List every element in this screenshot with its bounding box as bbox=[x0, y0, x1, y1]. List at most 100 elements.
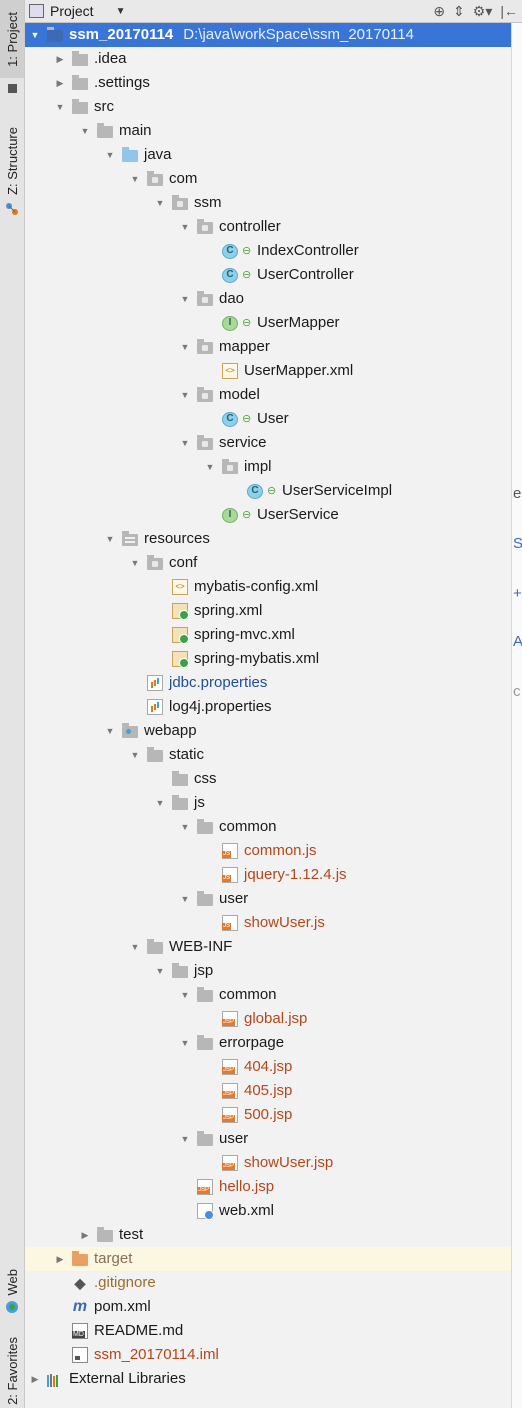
favorites-tool-tab[interactable]: 2: Favorites bbox=[4, 1337, 20, 1405]
tree-node[interactable]: ▼resources bbox=[25, 527, 511, 551]
tree-node[interactable]: ssm_20170114.iml bbox=[25, 1343, 511, 1367]
collapse-icon[interactable]: ⇕ bbox=[453, 2, 465, 19]
tree-node[interactable]: <>mybatis-config.xml bbox=[25, 575, 511, 599]
expand-arrow-icon[interactable]: ▶ bbox=[56, 54, 64, 64]
folder-icon bbox=[197, 1035, 213, 1050]
tree-node[interactable]: spring.xml bbox=[25, 599, 511, 623]
tree-node[interactable]: ▶.idea bbox=[25, 47, 511, 71]
tree-node[interactable]: ▼user bbox=[25, 887, 511, 911]
collapse-arrow-icon[interactable]: ▼ bbox=[155, 798, 165, 808]
tree-node[interactable]: ▼controller bbox=[25, 215, 511, 239]
project-tool-tab[interactable]: 1: Project bbox=[0, 0, 24, 78]
tree-node[interactable]: ▼src bbox=[25, 95, 511, 119]
tree-node[interactable]: <>UserMapper.xml bbox=[25, 359, 511, 383]
structure-tool-tab[interactable]: Z: Structure bbox=[4, 127, 20, 195]
tree-node[interactable]: ▼user bbox=[25, 1127, 511, 1151]
tree-node[interactable]: ▶External Libraries bbox=[25, 1367, 511, 1391]
collapse-arrow-icon[interactable]: ▼ bbox=[30, 30, 40, 40]
tree-node[interactable]: ▶target bbox=[25, 1247, 511, 1271]
tree-node[interactable]: C⊖UserServiceImpl bbox=[25, 479, 511, 503]
tree-node[interactable]: common.js bbox=[25, 839, 511, 863]
collapse-arrow-icon[interactable]: ▼ bbox=[205, 462, 215, 472]
tree-node[interactable]: spring-mybatis.xml bbox=[25, 647, 511, 671]
tree-node[interactable]: ▼common bbox=[25, 815, 511, 839]
collapse-arrow-icon[interactable]: ▼ bbox=[180, 222, 190, 232]
tree-node[interactable]: ▼main bbox=[25, 119, 511, 143]
tree-node-label: errorpage bbox=[219, 1034, 285, 1051]
tree-node[interactable]: ▼dao bbox=[25, 287, 511, 311]
tree-node[interactable]: ▼conf bbox=[25, 551, 511, 575]
collapse-arrow-icon[interactable]: ▼ bbox=[180, 294, 190, 304]
tree-node[interactable]: global.jsp bbox=[25, 1007, 511, 1031]
tree-node[interactable]: C⊖IndexController bbox=[25, 239, 511, 263]
collapse-arrow-icon[interactable]: ▼ bbox=[130, 174, 140, 184]
expand-arrow-icon[interactable]: ▶ bbox=[56, 78, 64, 88]
web-tool-tab[interactable]: Web bbox=[4, 1268, 20, 1296]
collapse-arrow-icon[interactable]: ▼ bbox=[180, 438, 190, 448]
tree-node[interactable]: ▼WEB-INF bbox=[25, 935, 511, 959]
collapse-arrow-icon[interactable]: ▼ bbox=[180, 894, 190, 904]
tree-node[interactable]: jquery-1.12.4.js bbox=[25, 863, 511, 887]
collapse-arrow-icon[interactable]: ▼ bbox=[180, 1134, 190, 1144]
tree-node[interactable]: ▼impl bbox=[25, 455, 511, 479]
tree-node[interactable]: ▶test bbox=[25, 1223, 511, 1247]
collapse-arrow-icon[interactable]: ▼ bbox=[80, 126, 90, 136]
project-view-selector[interactable]: Project ▼ bbox=[29, 3, 125, 19]
collapse-arrow-icon[interactable]: ▼ bbox=[105, 150, 115, 160]
hide-icon[interactable]: |← bbox=[500, 3, 518, 19]
tree-node[interactable]: 404.jsp bbox=[25, 1055, 511, 1079]
tree-node[interactable]: ▼ssm bbox=[25, 191, 511, 215]
expand-arrow-icon[interactable]: ▶ bbox=[56, 1254, 64, 1264]
tree-node[interactable]: 500.jsp bbox=[25, 1103, 511, 1127]
target-icon[interactable]: ⊕ bbox=[433, 2, 446, 19]
tree-node[interactable]: ▼com bbox=[25, 167, 511, 191]
collapse-arrow-icon[interactable]: ▼ bbox=[130, 750, 140, 760]
tree-spacer bbox=[229, 479, 241, 503]
tree-node[interactable]: showUser.jsp bbox=[25, 1151, 511, 1175]
tree-node[interactable]: css bbox=[25, 767, 511, 791]
tree-node[interactable]: ▶.settings bbox=[25, 71, 511, 95]
tree-node[interactable]: ▼model bbox=[25, 383, 511, 407]
collapse-arrow-icon[interactable]: ▼ bbox=[155, 966, 165, 976]
tree-node[interactable]: 405.jsp bbox=[25, 1079, 511, 1103]
collapse-arrow-icon[interactable]: ▼ bbox=[130, 558, 140, 568]
tree-node[interactable]: ▼jsp bbox=[25, 959, 511, 983]
collapse-arrow-icon[interactable]: ▼ bbox=[155, 198, 165, 208]
collapse-arrow-icon[interactable]: ▼ bbox=[180, 342, 190, 352]
tree-node[interactable]: hello.jsp bbox=[25, 1175, 511, 1199]
collapse-arrow-icon[interactable]: ▼ bbox=[180, 1038, 190, 1048]
tree-node-label: jquery-1.12.4.js bbox=[244, 866, 347, 883]
tree-node[interactable]: ▼service bbox=[25, 431, 511, 455]
tree-node[interactable]: ▼ errorpage bbox=[25, 1031, 511, 1055]
expand-arrow-icon[interactable]: ▶ bbox=[31, 1374, 39, 1384]
tree-spacer bbox=[179, 1199, 191, 1223]
tree-node[interactable]: spring-mvc.xml bbox=[25, 623, 511, 647]
tree-node[interactable]: C⊖User bbox=[25, 407, 511, 431]
tree-node[interactable]: ▼java bbox=[25, 143, 511, 167]
expand-arrow-icon[interactable]: ▶ bbox=[81, 1230, 89, 1240]
tree-node[interactable]: README.md bbox=[25, 1319, 511, 1343]
tree-node[interactable]: ▼mapper bbox=[25, 335, 511, 359]
collapse-arrow-icon[interactable]: ▼ bbox=[130, 942, 140, 952]
tree-node[interactable]: ▼webapp bbox=[25, 719, 511, 743]
tree-node[interactable]: web.xml bbox=[25, 1199, 511, 1223]
collapse-arrow-icon[interactable]: ▼ bbox=[105, 534, 115, 544]
collapse-arrow-icon[interactable]: ▼ bbox=[180, 990, 190, 1000]
tree-node[interactable]: ▼js bbox=[25, 791, 511, 815]
tree-node[interactable]: log4j.properties bbox=[25, 695, 511, 719]
collapse-arrow-icon[interactable]: ▼ bbox=[105, 726, 115, 736]
collapse-arrow-icon[interactable]: ▼ bbox=[55, 102, 65, 112]
tree-node[interactable]: C⊖UserController bbox=[25, 263, 511, 287]
tree-node[interactable]: ▼static bbox=[25, 743, 511, 767]
collapse-arrow-icon[interactable]: ▼ bbox=[180, 822, 190, 832]
tree-node[interactable]: I⊖UserMapper bbox=[25, 311, 511, 335]
collapse-arrow-icon[interactable]: ▼ bbox=[180, 390, 190, 400]
gear-icon[interactable]: ⚙▾ bbox=[472, 2, 493, 19]
tree-node[interactable]: jdbc.properties bbox=[25, 671, 511, 695]
tree-node[interactable]: showUser.js bbox=[25, 911, 511, 935]
tree-node[interactable]: ▼common bbox=[25, 983, 511, 1007]
tree-node[interactable]: ◆.gitignore bbox=[25, 1271, 511, 1295]
tree-node[interactable]: I⊖UserService bbox=[25, 503, 511, 527]
